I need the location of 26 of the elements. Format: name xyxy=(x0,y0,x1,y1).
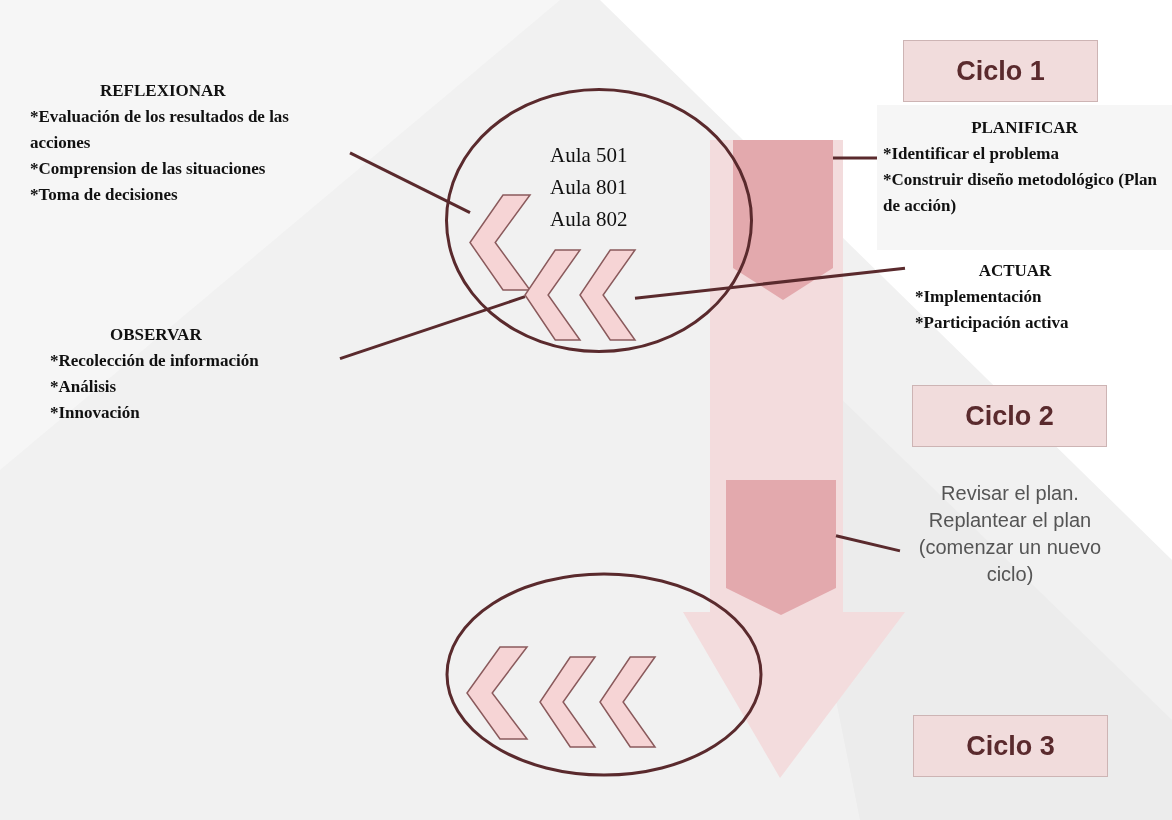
classroom-label: Aula 501 xyxy=(550,143,628,168)
step-item: *Toma de decisiones xyxy=(30,184,179,206)
step-item: *Construir diseño metodológico (Plan de acción) xyxy=(883,169,1159,217)
leader-line xyxy=(349,151,471,214)
step-heading: OBSERVAR xyxy=(109,324,203,346)
classroom-label: Aula 801 xyxy=(550,175,628,200)
classroom-label: Aula 802 xyxy=(550,207,628,232)
step-item: *Evaluación de los resultados de las acciones xyxy=(30,106,290,154)
step-item: *Análisis xyxy=(50,376,118,398)
cycle-label: Ciclo 3 xyxy=(913,715,1108,777)
step-heading: ACTUAR xyxy=(977,260,1053,282)
step-item: *Comprension de las situaciones xyxy=(30,158,267,180)
step-item: *Participación activa xyxy=(914,312,1070,334)
leader-line xyxy=(339,295,526,361)
leader-line xyxy=(835,534,901,553)
step-heading: REFLEXIONAR xyxy=(99,80,227,102)
step-item: *Innovación xyxy=(50,402,141,424)
step-item: *Implementación xyxy=(914,286,1043,308)
text-panel xyxy=(877,105,1172,250)
step-item: *Recolección de información xyxy=(50,350,260,372)
note-text: Revisar el plan. Replantear el plan (comenzar un nuevo ciclo) xyxy=(900,480,1120,610)
leader-line xyxy=(833,156,877,160)
cycle-label: Ciclo 2 xyxy=(912,385,1107,447)
step-item: *Identificar el problema xyxy=(883,143,1060,165)
step-heading: PLANIFICAR xyxy=(970,117,1079,139)
cycle-label: Ciclo 1 xyxy=(903,40,1098,102)
